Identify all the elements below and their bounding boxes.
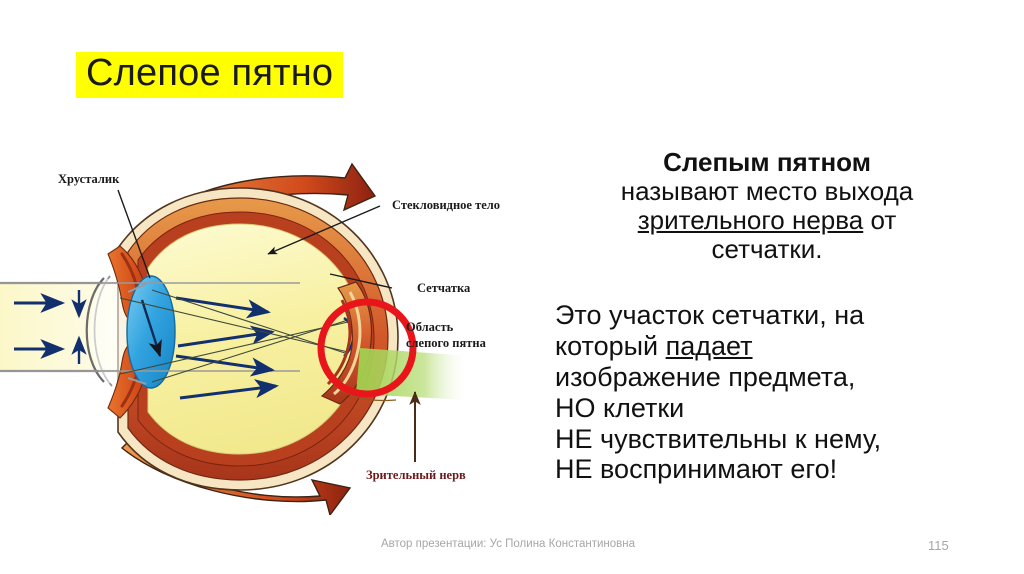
- definition-line3-rest: от: [863, 205, 897, 236]
- refracted-light-rays: [175, 296, 279, 400]
- definition-line4: сетчатки.: [711, 234, 823, 265]
- ray-construction-lines: [119, 289, 355, 383]
- content-text-block: Слепым пятном называют место выхода зрит…: [527, 147, 1007, 485]
- label-retina: Сетчатка: [417, 281, 471, 295]
- definition-lead: Слепым пятном: [663, 147, 871, 177]
- page-title: Слепое пятно: [76, 52, 344, 98]
- label-vitreous-body: Стекловидное тело: [392, 198, 501, 212]
- footer-author: Автор презентации: Ус Полина Константино…: [381, 538, 636, 550]
- definition-line3-underlined: зрительного нерва: [637, 205, 864, 236]
- eye-diagram-svg: [0, 162, 470, 515]
- explanation-line4: НО клетки: [555, 392, 685, 423]
- blind-spot-highlight-circle: [317, 298, 417, 398]
- label-lens: Хрусталик: [58, 172, 120, 186]
- label-blind-spot-area-line2: слепого пятна: [406, 335, 486, 350]
- label-optic-nerve: Зрительный нерв: [366, 468, 466, 482]
- explanation-line3: изображение предмета,: [555, 361, 856, 392]
- explanation-line2-prefix: который: [555, 331, 666, 362]
- definition-line2: называют место выхода: [620, 176, 914, 207]
- slide-footer: Автор презентации: Ус Полина Константино…: [0, 538, 1024, 562]
- label-blind-spot-area: Область слепого пятна: [406, 320, 486, 351]
- cornea: [85, 275, 126, 387]
- paragraph-explanation: Это участок сетчатки, на который падает …: [527, 300, 1007, 485]
- explanation-line1: Это участок сетчатки, на: [555, 300, 865, 331]
- label-leader-lines: [117, 189, 421, 462]
- explanation-line2-underlined: падает: [665, 331, 753, 362]
- incoming-light-rays: [14, 293, 66, 359]
- footer-page-number: 115: [928, 538, 949, 553]
- explanation-line6: НЕ воспринимают его!: [555, 454, 838, 485]
- label-blind-spot-area-line1: Область: [406, 320, 454, 334]
- lens: [126, 275, 176, 389]
- explanation-line2: который падает: [555, 331, 1007, 362]
- paragraph-definition: Слепым пятном называют место выхода зрит…: [527, 147, 1007, 265]
- explanation-line5: НЕ чувствительны к нему,: [555, 423, 882, 454]
- definition-line3: зрительного нерва от: [527, 206, 1007, 235]
- eye-diagram: Хрусталик Стекловидное тело Сетчатка Обл…: [0, 150, 545, 515]
